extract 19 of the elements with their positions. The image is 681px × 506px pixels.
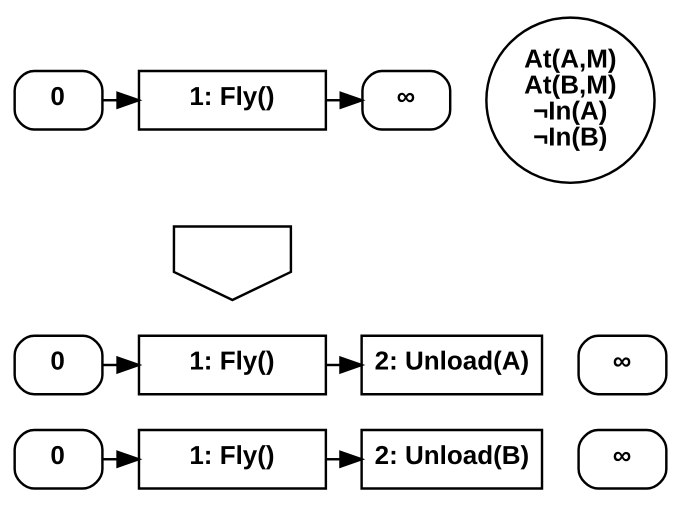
node-box: 1: Fly() xyxy=(138,428,328,490)
node-box: 2: Unload(B) xyxy=(360,428,544,490)
node-box: 0 xyxy=(13,334,104,396)
node-circle: At(A,M) At(B,M) ¬In(A) ¬In(B) xyxy=(485,16,656,184)
node-arrow xyxy=(172,225,292,302)
arrow xyxy=(326,356,366,374)
arrow xyxy=(326,450,366,468)
node-box: 1: Fly() xyxy=(138,70,328,131)
node-box: 0 xyxy=(13,70,104,131)
node-box: 1: Fly() xyxy=(138,334,328,396)
node-box: ∞ xyxy=(361,70,452,131)
node-box: ∞ xyxy=(577,334,668,396)
node-box: ∞ xyxy=(577,428,668,490)
arrow xyxy=(102,91,142,110)
arrow xyxy=(102,356,142,374)
arrow xyxy=(326,91,366,110)
arrow xyxy=(102,450,142,468)
node-box: 0 xyxy=(13,428,104,490)
node-box: 2: Unload(A) xyxy=(360,334,544,396)
